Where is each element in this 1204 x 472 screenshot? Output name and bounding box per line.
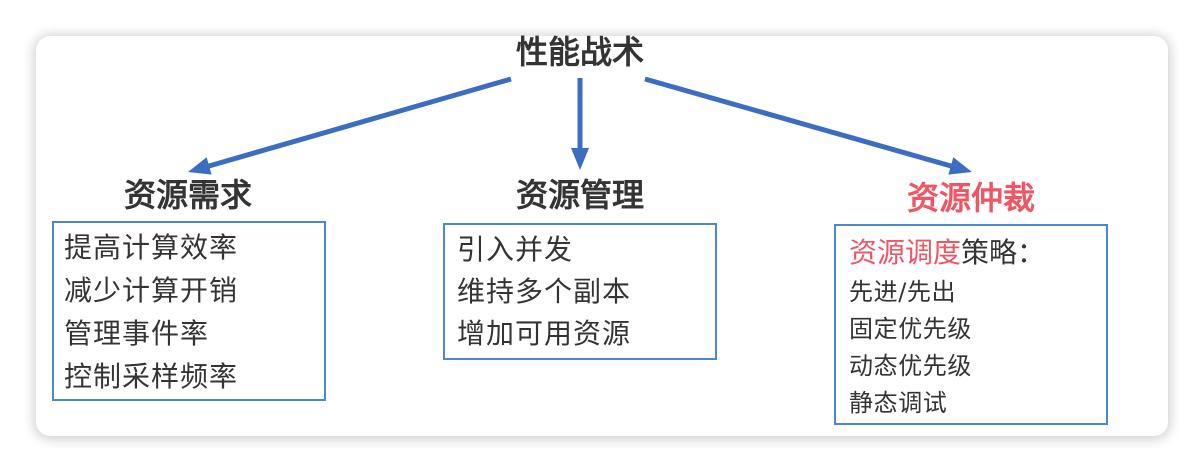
resource-management-item: 维持多个副本: [457, 275, 632, 308]
resource-demand-item: 提高计算效率: [64, 231, 239, 264]
resource-management-item: 引入并发: [457, 233, 574, 266]
resource-demand-item: 减少计算开销: [64, 274, 239, 307]
arrow-to-resource-demand: [188, 76, 512, 175]
resource-demand-box: 提高计算效率 减少计算开销 管理事件率 控制采样频率: [52, 221, 326, 401]
intro-highlight-text: 资源调度: [849, 236, 962, 269]
arrowhead: [571, 148, 589, 170]
resource-demand-item: 管理事件率: [64, 317, 210, 350]
arrow-shaft: [644, 76, 952, 169]
arrowhead: [948, 157, 972, 175]
heading-resource-demand: 资源需求: [123, 176, 252, 214]
heading-resource-management: 资源管理: [515, 176, 644, 214]
resource-arbitration-item: 固定优先级: [849, 315, 972, 343]
intro-rest-text: 策略：: [961, 236, 1046, 269]
scheduling-strategy-intro: 资源调度策略：: [849, 232, 1106, 274]
diagram-title: 性能战术: [515, 33, 644, 71]
resource-arbitration-box: 资源调度策略： 先进/先出 固定优先级 动态优先级 静态调试: [834, 224, 1108, 425]
arrow-to-resource-arbitration: [644, 76, 972, 175]
resource-management-item: 增加可用资源: [457, 317, 632, 350]
resource-arbitration-item: 静态调试: [849, 389, 948, 417]
resource-management-box: 引入并发 维持多个副本 增加可用资源: [443, 223, 717, 360]
content-card: [36, 36, 1168, 436]
heading-resource-arbitration: 资源仲裁: [906, 179, 1035, 217]
arrow-to-resource-management: [571, 78, 589, 170]
arrowhead: [188, 157, 212, 175]
resource-arbitration-item: 动态优先级: [849, 352, 972, 380]
resource-demand-item: 控制采样频率: [64, 360, 239, 393]
resource-arbitration-item: 先进/先出: [849, 278, 957, 306]
arrow-shaft: [208, 76, 512, 169]
